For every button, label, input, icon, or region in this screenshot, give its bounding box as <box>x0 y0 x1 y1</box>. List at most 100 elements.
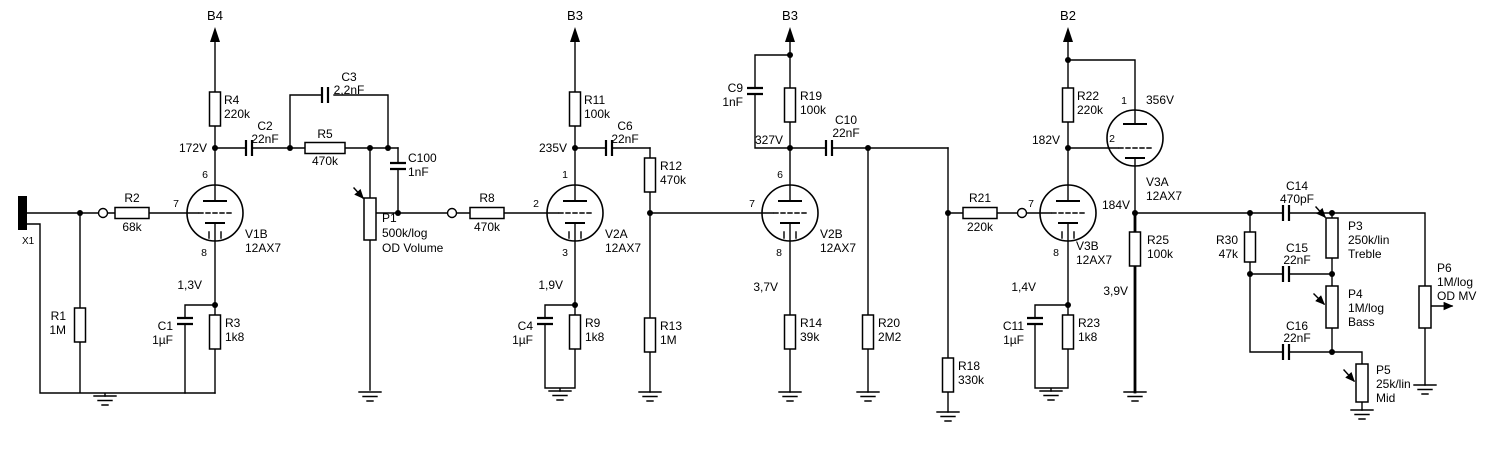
tube-envelope <box>1039 184 1097 242</box>
ground-icon <box>778 391 802 402</box>
tube-ref-label: V3A <box>1146 175 1169 189</box>
rail-b2-label: B2 <box>1060 8 1076 23</box>
capacitor-ref-label: C2 <box>257 119 273 133</box>
junction-dot <box>385 145 391 151</box>
tube-type-label: 12AX7 <box>605 241 641 255</box>
capacitor-value-label: 1µF <box>1003 333 1024 347</box>
tube-ref-label: V2B <box>820 227 843 241</box>
rail-B4: B4 <box>207 8 223 42</box>
resistor-R30: R30 47k <box>1216 231 1257 263</box>
resistor-body <box>73 307 87 343</box>
pot-body <box>1355 363 1369 403</box>
tube-V3A: 1 2 V3A 12AX7 <box>1106 95 1182 203</box>
capacitor-C14: C14 470pF <box>1280 179 1314 221</box>
rail-arrow-icon <box>570 27 580 42</box>
resistor-ref-label: R22 <box>1077 89 1099 103</box>
wire-run <box>1034 41 1069 392</box>
junction-dot <box>212 145 218 151</box>
ground-icon <box>1039 390 1063 401</box>
pot-ref-label: P4 <box>1348 287 1363 301</box>
resistor-value-label: 220k <box>1077 103 1104 117</box>
resistor-R9: R9 1k8 <box>568 314 605 350</box>
resistor-ref-label: R18 <box>958 359 980 373</box>
resistor-ref-label: R4 <box>224 93 240 107</box>
tube-envelope <box>186 184 244 242</box>
resistor-ref-label: R5 <box>317 127 333 141</box>
input-jack-X1: X1 <box>18 196 35 247</box>
resistor-R13: R13 1M <box>643 317 682 353</box>
pot-value-label: 1M/log <box>1437 275 1473 289</box>
capacitor-C6: C6 22nF <box>604 119 639 156</box>
resistor-R5: R5 470k <box>304 127 346 168</box>
pot-wiper-arrow-icon <box>1343 369 1355 383</box>
v3a-cathode-voltage-label: 184V <box>1102 198 1130 212</box>
resistor-value-label: 100k <box>1147 247 1174 261</box>
resistor-body <box>643 157 657 193</box>
ground-icon <box>358 391 382 402</box>
rail-arrow-icon <box>1063 27 1073 42</box>
rail-b3-label: B3 <box>782 8 798 23</box>
rail-b3-label: B3 <box>567 8 583 23</box>
resistor-ref-label: R1 <box>51 309 67 323</box>
resistor-value-label: 470k <box>660 173 687 187</box>
resistor-R18: R18 330k <box>941 357 985 393</box>
resistor-R8: R8 470k <box>469 191 505 234</box>
v3a-plate-voltage-label: 356V <box>1146 93 1174 107</box>
pot-body <box>1418 285 1432 329</box>
capacitor-value-label: 22nF <box>611 132 638 146</box>
resistor-R11: R11 100k <box>568 91 611 127</box>
junction-dot <box>787 145 793 151</box>
junction-dot <box>647 210 653 216</box>
resistor-value-label: 1k8 <box>1078 330 1098 344</box>
tube-type-label: 12AX7 <box>1146 189 1182 203</box>
junction-dot <box>1247 210 1253 216</box>
resistor-body <box>208 91 222 127</box>
capacitor-value-label: 470pF <box>1280 192 1314 206</box>
tube-type-label: 12AX7 <box>1076 253 1112 267</box>
capacitor-value-label: 22nF <box>1283 331 1310 345</box>
v3b-plate-voltage-label: 182V <box>1032 133 1060 147</box>
resistor-body <box>1061 314 1075 350</box>
resistor-ref-label: R14 <box>800 316 822 330</box>
connection-point-icon <box>97 207 109 219</box>
ground-icon <box>1413 384 1437 395</box>
pin-cathode-label: 8 <box>201 247 207 259</box>
tube-heater-icon <box>568 231 582 239</box>
junction-dot <box>395 210 401 216</box>
aux-voltage-label: 3,9V <box>1103 284 1128 298</box>
ground-icon <box>1123 391 1147 402</box>
resistor-ref-label: R8 <box>479 191 495 205</box>
ground-icon <box>548 390 572 401</box>
capacitor-C15: C15 22nF <box>1281 241 1311 282</box>
capacitor-ref-label: C16 <box>1286 319 1308 333</box>
capacitor-C11: C11 1µF <box>1003 316 1043 347</box>
resistor-value-label: 100k <box>800 103 827 117</box>
resistor-ref-label: R12 <box>660 159 682 173</box>
connection-point-icon <box>1016 207 1028 219</box>
capacitor-ref-label: C14 <box>1286 179 1308 193</box>
capacitor-plates <box>604 140 614 156</box>
rail-b4-label: B4 <box>207 8 223 23</box>
capacitor-value-label: 1µF <box>152 333 173 347</box>
capacitor-ref-label: C11 <box>1003 319 1024 333</box>
capacitor-C3: C3 2,2nF <box>320 70 364 103</box>
rail-arrow-icon <box>785 27 795 42</box>
resistor-value-label: 330k <box>958 373 985 387</box>
capacitor-plates <box>747 86 763 96</box>
resistor-value-label: 220k <box>224 107 251 121</box>
capacitor-plates <box>1027 316 1043 326</box>
wire-run <box>1134 212 1426 365</box>
capacitor-ref-label: C6 <box>617 119 633 133</box>
resistor-value-label: 1M <box>660 333 677 347</box>
resistor-ref-label: R21 <box>969 191 991 205</box>
wire-run <box>26 212 216 397</box>
v1b-plate-voltage-label: 172V <box>179 141 207 155</box>
pin-plate-label: 6 <box>202 169 208 181</box>
rail-arrow-icon <box>210 27 220 42</box>
resistor-ref-label: R23 <box>1078 316 1100 330</box>
resistor-value-label: 1M <box>49 323 66 337</box>
wire-run <box>184 147 216 394</box>
capacitor-plates <box>244 140 254 156</box>
junction-dot <box>572 302 578 308</box>
